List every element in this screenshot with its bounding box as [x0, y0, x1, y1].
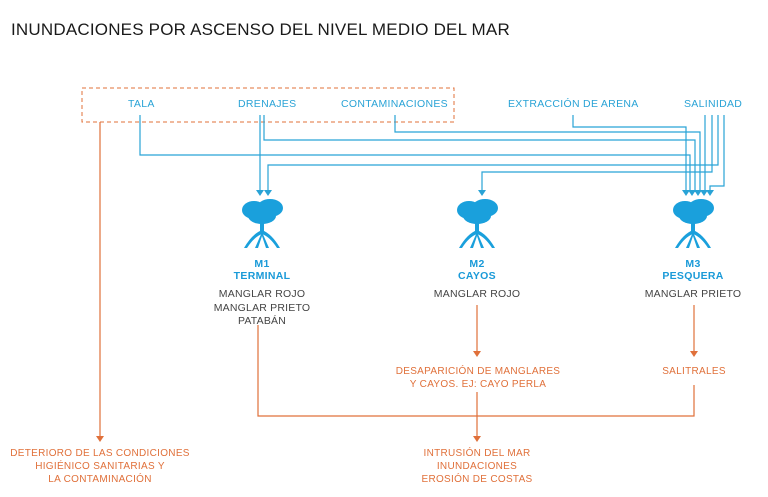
effect-line: HIGIÉNICO SANITARIAS Y	[35, 461, 165, 472]
tree-icon-m3	[673, 199, 714, 248]
node-m3-name: PESQUERA	[662, 270, 724, 282]
line-extraccion	[572, 115, 687, 192]
line-drenajes-m2	[263, 115, 696, 192]
line-salinidad-d	[709, 115, 725, 192]
tree-icon-m1	[242, 199, 283, 248]
node-m1-code: M1	[254, 258, 270, 270]
node-m3-species: MANGLAR PRIETO	[645, 288, 742, 302]
line-tala	[139, 115, 691, 192]
node-m2-name: CAYOS	[458, 270, 496, 282]
species-item: PATABÁN	[237, 315, 287, 327]
effect-salitrales: SALITRALES	[662, 365, 726, 378]
factor-drenajes: DRENAJES	[238, 98, 297, 110]
line-salinidad-b	[481, 115, 713, 192]
effect-deterioro: DETERIORO DE LAS CONDICIONES HIGIÉNICO S…	[10, 447, 190, 486]
effect-intrusion: INTRUSIÓN DEL MAR INUNDACIONES EROSIÓN D…	[421, 447, 532, 486]
line-salinidad-c	[267, 115, 719, 192]
factor-tala: TALA	[128, 98, 155, 110]
node-m2-species: MANGLAR ROJO	[434, 288, 520, 302]
species-item: MANGLAR ROJO	[433, 288, 521, 300]
species-item: MANGLAR PRIETO	[644, 288, 742, 300]
species-item: MANGLAR PRIETO	[213, 301, 311, 314]
node-m1-name: TERMINAL	[233, 270, 291, 282]
node-m3-code: M3	[685, 258, 701, 270]
effect-line: LA CONTAMINACIÓN	[48, 474, 152, 485]
factor-extraccion: EXTRACCIÓN DE ARENA	[508, 98, 639, 110]
effect-line: INTRUSIÓN DEL MAR	[423, 448, 531, 459]
effect-line: EROSIÓN DE COSTAS	[421, 474, 533, 485]
effect-line: Y CAYOS. EJ: CAYO PERLA	[409, 379, 547, 390]
factor-salinidad: SALINIDAD	[684, 98, 743, 110]
human-factors-box	[81, 87, 455, 123]
factor-contaminaciones: CONTAMINACIONES	[341, 98, 448, 110]
effect-line: DETERIORO DE LAS CONDICIONES	[10, 448, 190, 459]
line-contam	[394, 115, 701, 192]
effect-line: SALITRALES	[662, 366, 726, 377]
tree-icon-m2	[457, 199, 498, 248]
node-m1-species: MANGLAR ROJO MANGLAR PRIETO PATABÁN	[214, 288, 311, 329]
line-bottom-bracket	[257, 325, 695, 417]
species-item: MANGLAR ROJO	[218, 288, 306, 300]
effect-line: DESAPARICIÓN DE MANGLARES	[395, 366, 561, 377]
node-m2-code: M2	[469, 258, 485, 270]
effect-desaparicion: DESAPARICIÓN DE MANGLARES Y CAYOS. EJ: C…	[396, 365, 561, 391]
effect-line: INUNDACIONES	[436, 461, 518, 472]
diagram-title: INUNDACIONES POR ASCENSO DEL NIVEL MEDIO…	[11, 20, 510, 39]
